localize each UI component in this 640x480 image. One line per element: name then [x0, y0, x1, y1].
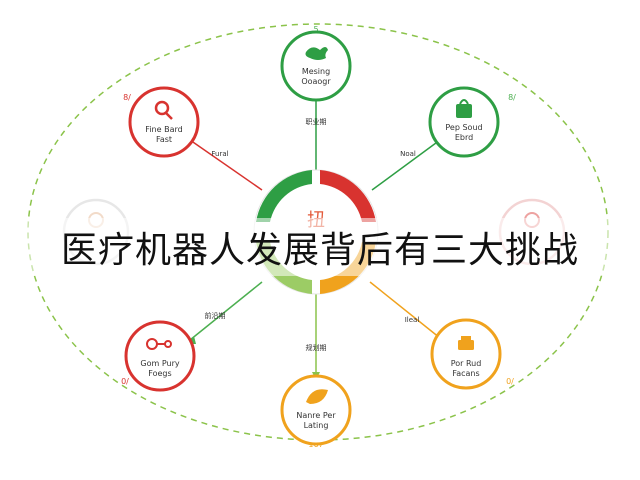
node-bottom-label-2: Lating: [304, 421, 329, 430]
node-bottom-right-label-1: Por Rud: [451, 359, 482, 368]
bag-icon: [456, 99, 472, 118]
node-bottom-right-ring: [430, 318, 502, 390]
ring-mark-right-upper: 8/: [508, 93, 516, 102]
node-top[interactable]: Mesing Ooaogr: [280, 30, 352, 102]
node-top-label-1: Mesing: [302, 67, 330, 76]
node-top-left-label-1: Fine Bard: [145, 125, 182, 134]
bird-icon: [305, 47, 328, 60]
edge-label-top-right: Noal: [400, 150, 416, 158]
edge-label-bottom: 规划期: [306, 343, 327, 352]
edge-label-top-left: Fural: [211, 150, 228, 158]
edge-label-bottom-left: 前沿期: [205, 311, 226, 320]
connector-bottom-right: [369, 281, 441, 339]
connector-top-right: [371, 139, 441, 191]
hub-segment-green: [256, 170, 312, 222]
node-bottom[interactable]: Nanre Per Lating: [280, 374, 352, 446]
node-bottom-label-1: Nanre Per: [296, 411, 336, 420]
magnifier-icon: [154, 100, 173, 120]
leaf-icon: [306, 389, 328, 404]
node-bottom-right-label-2: Facans: [452, 369, 479, 378]
node-top-left-label-2: Fast: [156, 135, 172, 144]
node-bottom-right[interactable]: Por Rud Facans: [430, 318, 502, 390]
edge-label-top: 职业期: [306, 117, 327, 126]
connector-top-left: [189, 139, 263, 191]
ring-mark-right-lower: 0/: [506, 377, 514, 386]
node-bottom-ring: [280, 374, 352, 446]
node-top-right-label-1: Pep Soud: [445, 123, 482, 132]
ring-mark-top: 5: [313, 25, 318, 34]
node-top-right-label-2: Ebrd: [455, 133, 473, 142]
node-top-label-2: Ooaogr: [301, 77, 331, 86]
ring-mark-left-upper: 8/: [123, 93, 131, 102]
ring-mark-left-lower: 0/: [121, 377, 129, 386]
node-bottom-left[interactable]: Gom Pury Foegs: [124, 320, 196, 392]
node-top-right[interactable]: Pep Soud Ebrd: [428, 86, 500, 158]
connector-bottom-left: [189, 281, 263, 341]
node-bottom-left-ring: [124, 320, 196, 392]
node-top-ring: [280, 30, 352, 102]
node-top-right-ring: [428, 86, 500, 158]
link-icon: [146, 338, 172, 350]
node-top-left-ring: [128, 86, 200, 158]
node-bottom-left-label-2: Foegs: [148, 369, 171, 378]
edge-label-bottom-right: Ileal: [405, 316, 420, 324]
hub-segment-red: [320, 170, 376, 222]
node-bottom-left-label-1: Gom Pury: [140, 359, 179, 368]
node-top-left[interactable]: Fine Bard Fast: [128, 86, 200, 158]
headline-title: 医疗机器人发展背后有三大挑战: [0, 218, 640, 276]
cart-icon: [458, 336, 474, 350]
